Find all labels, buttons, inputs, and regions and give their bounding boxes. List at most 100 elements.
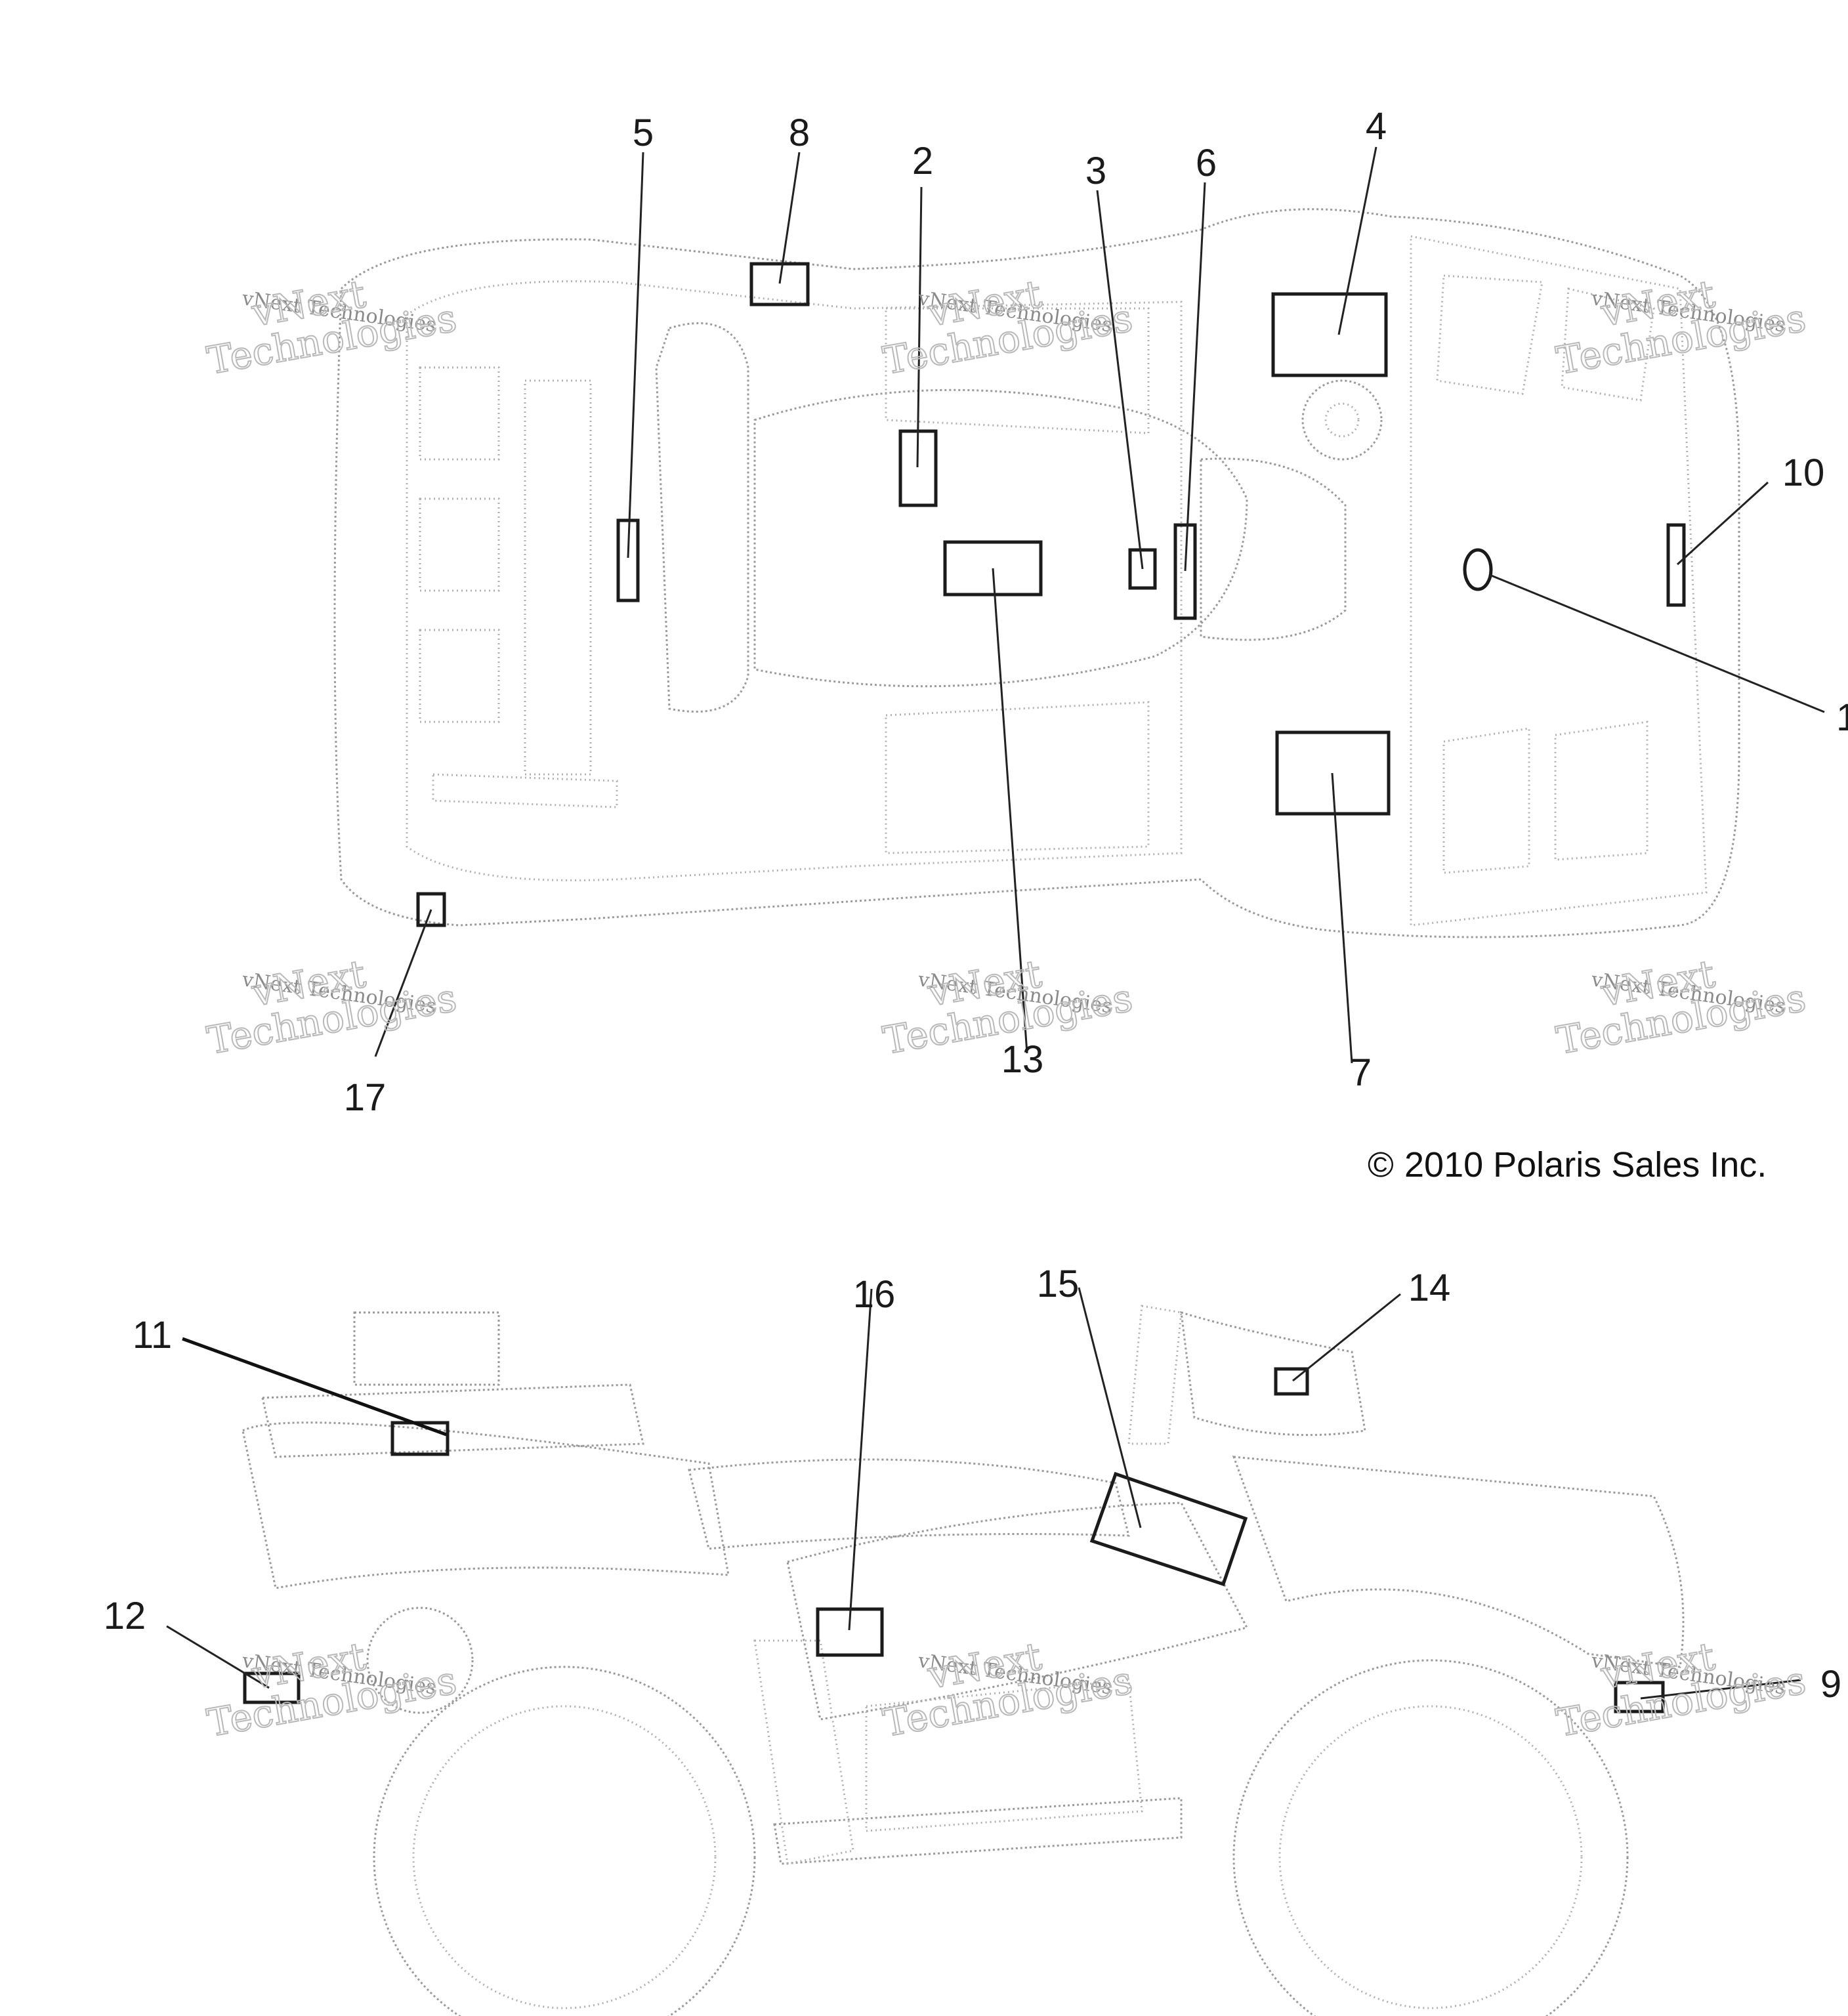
top-seat — [655, 322, 749, 713]
top-front-panel-3 — [1442, 727, 1530, 874]
callout-10: 10 — [1782, 452, 1825, 494]
decal-17 — [416, 892, 446, 927]
leader-11 — [182, 1337, 447, 1437]
callout-11: 11 — [133, 1314, 172, 1356]
top-rear-fender — [524, 379, 592, 776]
side-front-wheel — [1232, 1659, 1629, 2016]
decal-3 — [1128, 548, 1157, 590]
top-rear-rack — [406, 280, 1183, 881]
leader-16 — [848, 1288, 873, 1631]
leader-14 — [1292, 1293, 1401, 1382]
top-wheel-hub-front-upper — [1301, 379, 1383, 461]
leader-1 — [1489, 574, 1825, 713]
top-footwell-lower — [885, 701, 1150, 854]
side-front-wheel-rim — [1278, 1705, 1583, 2009]
leader-13 — [992, 568, 1028, 1054]
decal-12 — [243, 1671, 301, 1704]
leader-9 — [1640, 1679, 1801, 1700]
side-rear-wheel-rim — [412, 1705, 717, 2009]
callout-5: 5 — [633, 112, 654, 154]
side-front-fender — [1232, 1456, 1685, 1668]
watermark-1b: vNext Technologies — [203, 271, 461, 384]
top-rear-panel-3 — [419, 629, 500, 723]
top-view-leaders — [374, 146, 1825, 1064]
leader-6 — [1184, 182, 1206, 572]
side-rear-wheel — [373, 1666, 756, 2016]
leader-17 — [374, 909, 432, 1057]
callout-1: 1 — [1836, 696, 1848, 739]
side-seat — [688, 1458, 1130, 1550]
top-front-rack — [1410, 235, 1708, 927]
callout-4: 4 — [1366, 105, 1387, 148]
decal-1 — [1463, 548, 1493, 591]
side-frame-post — [753, 1639, 854, 1865]
decal-15 — [1089, 1471, 1248, 1587]
callout-8: 8 — [789, 112, 810, 154]
watermark-6b: vNext Technologies — [1553, 951, 1810, 1064]
leader-5 — [627, 152, 644, 558]
decal-7 — [1275, 730, 1391, 816]
side-rear-rack-mount — [353, 1311, 500, 1386]
leader-2 — [916, 186, 923, 468]
callout-17: 17 — [344, 1076, 387, 1119]
watermark-9b: vNext Technologies — [1553, 1633, 1810, 1746]
side-view-leaders — [166, 1287, 1801, 1700]
watermark-4b: vNext Technologies — [203, 951, 461, 1064]
watermark-7b: vNext Technologies — [203, 1633, 461, 1746]
decal-9 — [1614, 1681, 1665, 1713]
callout-7: 7 — [1351, 1051, 1372, 1094]
leader-15 — [1078, 1287, 1142, 1528]
side-view-callouts: 11 16 15 14 12 9 — [104, 1263, 1841, 1706]
copyright-text: 2010 Polaris Sales Inc. — [1404, 1145, 1767, 1185]
leader-8 — [778, 152, 801, 284]
watermarks: vNext Technologies vNext Technologies vN… — [203, 271, 1810, 1746]
top-center-body — [753, 388, 1248, 688]
top-front-panel-1 — [1436, 274, 1544, 395]
side-rear-fender — [242, 1421, 730, 1589]
leader-7 — [1331, 772, 1353, 1064]
decal-5 — [616, 518, 640, 602]
side-rear-rack — [261, 1383, 644, 1458]
top-footwell-upper — [885, 307, 1150, 434]
top-wheel-hub-center — [1324, 402, 1360, 438]
callout-13: 13 — [1001, 1038, 1044, 1081]
decal-13 — [943, 540, 1043, 597]
watermark-2b: vNext Technologies — [879, 271, 1137, 384]
callout-6: 6 — [1196, 142, 1217, 184]
leader-3 — [1096, 190, 1144, 570]
callout-16: 16 — [853, 1273, 896, 1316]
callout-2: 2 — [912, 140, 933, 182]
side-footrest — [773, 1797, 1183, 1865]
decal-14 — [1274, 1367, 1309, 1396]
side-view-decals — [243, 1367, 1665, 1713]
decal-11 — [390, 1421, 450, 1456]
callout-14: 14 — [1408, 1267, 1451, 1309]
side-handlebar — [1127, 1305, 1183, 1445]
side-engine — [865, 1679, 1143, 1832]
side-rear-hub — [366, 1606, 474, 1714]
top-rear-panel-2 — [419, 497, 500, 592]
top-view-decals — [416, 262, 1686, 927]
copyright-symbol: © — [1368, 1145, 1394, 1185]
top-front-panel-2 — [1561, 287, 1655, 402]
top-rear-panel-1 — [419, 366, 500, 461]
decal-8 — [749, 262, 810, 306]
side-headlight-pod — [1180, 1311, 1366, 1437]
decal-10 — [1666, 523, 1686, 607]
top-handlebar-pod — [1200, 457, 1347, 641]
callout-12: 12 — [104, 1595, 146, 1637]
callout-15: 15 — [1037, 1263, 1080, 1305]
copyright-notice: © 2010 Polaris Sales Inc. — [1368, 1145, 1767, 1185]
decal-6 — [1173, 523, 1197, 620]
callout-3: 3 — [1085, 150, 1106, 192]
leader-10 — [1676, 481, 1769, 566]
callout-9: 9 — [1820, 1663, 1841, 1706]
decal-4 — [1271, 292, 1388, 377]
leader-12 — [166, 1625, 270, 1689]
top-rear-bar — [432, 773, 618, 808]
leader-4 — [1337, 146, 1377, 335]
top-view — [333, 208, 1740, 938]
watermark-8b: vNext Technologies — [879, 1633, 1137, 1746]
side-view — [242, 1305, 1685, 2016]
